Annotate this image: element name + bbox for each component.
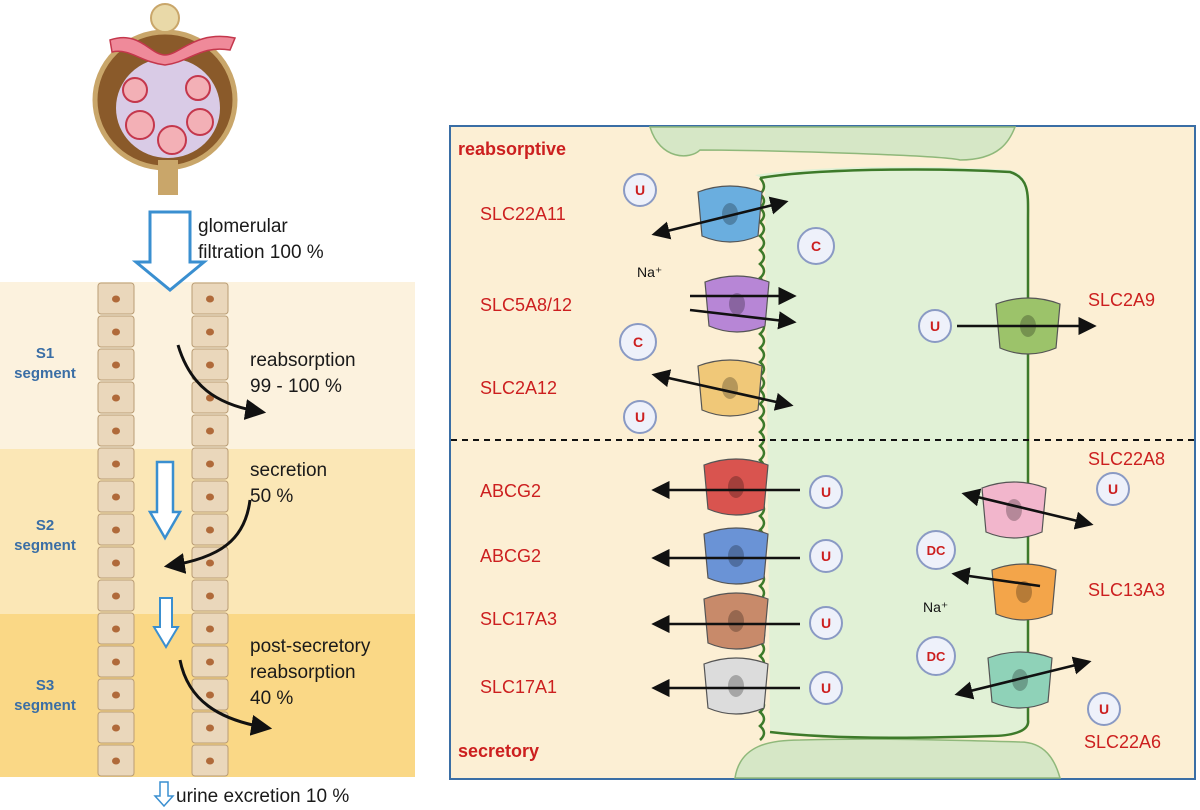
tubule-epithelium (97, 282, 229, 777)
flux-arrow (951, 567, 1041, 588)
svg-text:DC: DC (927, 649, 946, 664)
svg-text:U: U (821, 615, 831, 631)
urate-badge: U (623, 173, 657, 207)
urate-badge: U (809, 606, 843, 640)
transporter-abcg2b (703, 527, 769, 585)
secretory-header: secretory (458, 741, 540, 761)
substrate-badge-layer: U C C U U U U U U U DC DC U (619, 173, 1130, 726)
reabsorption-arrow (176, 344, 267, 420)
slc17a1-label: SLC17A1 (480, 677, 558, 697)
dicarboxylate-badge: DC (916, 636, 956, 676)
slc17a3-label: SLC17A3 (480, 609, 558, 629)
flux-arrow (961, 488, 1094, 530)
transporter-abcg2a (703, 458, 769, 516)
abcg2-label-1: ABCG2 (480, 481, 542, 501)
filtration-arrow (131, 210, 209, 292)
excretion-arrow (153, 781, 175, 807)
slc2a12-label: SLC2A12 (480, 378, 558, 398)
glomerulus-illustration (92, 3, 238, 195)
svg-text:U: U (821, 680, 831, 696)
reabsorptive-header: reabsorptive (458, 139, 567, 159)
urate-badge: U (809, 671, 843, 705)
transporter-slc17a1 (703, 657, 769, 715)
transporter-slc5a8 (704, 275, 770, 333)
urate-badge: U (1096, 472, 1130, 506)
transporter-slc22a11 (697, 185, 763, 243)
secretion-flow-arrow (147, 460, 183, 541)
svg-text:U: U (821, 548, 831, 564)
abcg2-label-2: ABCG2 (480, 546, 542, 566)
slc13a3-label: SLC13A3 (1088, 580, 1166, 600)
post-secretory-flow-arrow (152, 597, 180, 649)
flux-arrow (651, 196, 789, 240)
svg-text:C: C (811, 238, 821, 254)
slc2a9-label: SLC2A9 (1088, 290, 1156, 310)
svg-text:U: U (1108, 481, 1118, 497)
svg-text:U: U (1099, 701, 1109, 717)
post-secretory-arrow (178, 659, 273, 736)
flux-arrow-layer (651, 196, 1097, 700)
transporter-slc13a3 (991, 563, 1057, 621)
svg-text:C: C (633, 334, 643, 350)
carboxylate-badge: C (797, 227, 835, 265)
flux-arrow (689, 308, 797, 330)
urate-badge: U (623, 400, 657, 434)
svg-text:U: U (930, 318, 940, 334)
svg-text:U: U (821, 484, 831, 500)
urate-badge: U (809, 475, 843, 509)
flux-arrow (651, 369, 794, 411)
sodium-ion-label-1: Na⁺ (637, 264, 663, 280)
urate-badge: U (809, 539, 843, 573)
slc22a6-label: SLC22A6 (1084, 732, 1162, 752)
transporter-slc17a3 (703, 592, 769, 650)
svg-text:U: U (635, 182, 645, 198)
urate-badge: U (918, 309, 952, 343)
svg-text:U: U (635, 409, 645, 425)
flux-arrow (954, 656, 1092, 700)
slc22a8-label: SLC22A8 (1088, 449, 1166, 469)
secretion-arrow (163, 499, 252, 574)
carboxylate-badge: C (619, 323, 657, 361)
slc5a8-label: SLC5A8/12 (480, 295, 573, 315)
slc22a11-label: SLC22A11 (480, 204, 566, 224)
urate-badge: U (1087, 692, 1121, 726)
dicarboxylate-badge: DC (916, 530, 956, 570)
sodium-ion-label-2: Na⁺ (923, 599, 949, 615)
svg-text:DC: DC (927, 543, 946, 558)
urine-excretion-label: urine excretion 10 % (176, 786, 350, 807)
